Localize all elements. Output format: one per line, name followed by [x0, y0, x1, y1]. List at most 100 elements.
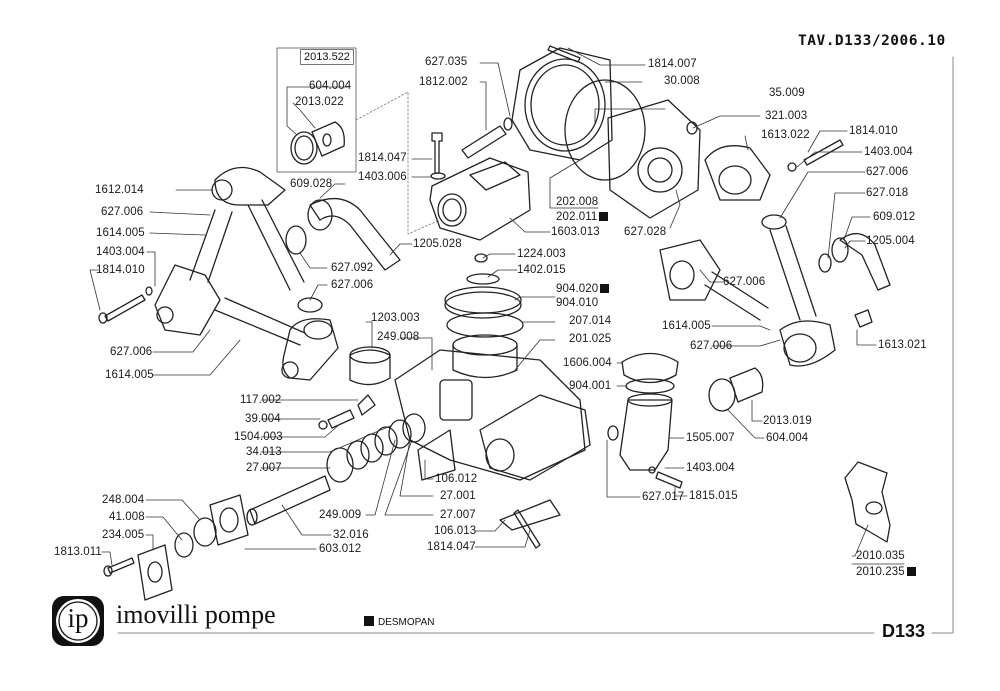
part-number: 1606.004: [563, 357, 612, 369]
kit-box-label: 2013.522: [300, 49, 354, 65]
part-number: 1814.010: [96, 264, 145, 276]
part-label-1606-004: 1606.004: [563, 357, 612, 370]
part-label-627-006: 627.006: [110, 346, 152, 359]
part-number: 603.012: [319, 543, 362, 555]
part-number: 609.012: [873, 211, 916, 223]
ring-27007a: [326, 447, 354, 483]
part-label-1403-004: 1403.004: [96, 246, 145, 259]
part-label-41-008: 41.008: [109, 511, 145, 524]
part-number: 627.006: [110, 346, 153, 358]
part-number: 32.016: [333, 529, 369, 541]
oring-627017: [607, 425, 619, 441]
part-number: 2010.235: [856, 566, 905, 578]
part-number: 627.017: [642, 491, 685, 503]
diaphragm-202008: [564, 79, 646, 181]
part-label-2013-022: 2013.022: [295, 96, 344, 109]
part-label-2010-235: 2010.235: [856, 566, 916, 579]
part-number: 2010.035: [856, 550, 905, 562]
part-label-1814-047: 1814.047: [427, 541, 476, 554]
part-number: 27.001: [440, 490, 476, 502]
part-label-27-007: 27.007: [246, 462, 282, 475]
part-label-2010-035: 2010.035: [856, 550, 905, 563]
part-label-234-005: 234.005: [102, 529, 144, 542]
part-number: 1224.003: [517, 248, 566, 260]
part-label-1403-004: 1403.004: [864, 146, 913, 159]
part-number: 627.006: [723, 276, 766, 288]
head-block: [429, 157, 531, 241]
pin-1504003: [327, 409, 355, 429]
part-label-627-006: 627.006: [723, 276, 765, 289]
part-number: 321.003: [765, 110, 808, 122]
sheet-frame: [931, 56, 954, 634]
part-label-604-004: 604.004: [766, 432, 808, 445]
bearing-248004: [193, 517, 217, 547]
part-label-321-003: 321.003: [765, 110, 807, 123]
part-number: 1813.011: [54, 546, 102, 558]
part-number: 627.028: [624, 226, 667, 238]
bolt-1814047: [431, 132, 443, 174]
part-label-34-013: 34.013: [246, 446, 282, 459]
part-number: 1815.015: [689, 490, 738, 502]
part-number: 627.018: [866, 187, 909, 199]
elbow-1612014: [214, 166, 286, 206]
part-number: 1812.002: [419, 76, 468, 88]
part-number: 1205.028: [413, 238, 462, 250]
part-label-1815-015: 1815.015: [689, 490, 738, 503]
part-number: 1403.004: [864, 146, 913, 158]
valve-2013019: [729, 367, 764, 403]
part-number: 1814.007: [648, 58, 697, 70]
part-label-1614-005: 1614.005: [96, 227, 145, 240]
diaphragm-kit-bag: [844, 461, 891, 543]
plug-1812002: [461, 125, 507, 159]
part-label-1814-010: 1814.010: [849, 125, 898, 138]
shaft-32016: [249, 475, 331, 525]
pipe-1614005-lower: [214, 297, 306, 346]
part-label-106-013: 106.013: [434, 525, 476, 538]
part-number: 35.009: [769, 87, 805, 99]
part-label-609-028: 609.028: [290, 178, 332, 191]
part-number: 904.020: [556, 283, 599, 295]
cylinder-201025: [452, 344, 518, 379]
nut-1224003: [474, 253, 488, 263]
part-number: 27.007: [246, 462, 282, 474]
plug-1613021: [854, 309, 873, 328]
part-number: 1403.004: [96, 246, 145, 258]
part-number: 904.001: [569, 380, 612, 392]
part-label-1614-005: 1614.005: [105, 369, 154, 382]
part-label-207-014: 207.014: [569, 315, 611, 328]
part-label-1814-007: 1814.007: [648, 58, 697, 71]
part-number: 201.025: [569, 333, 612, 345]
part-label-249-009: 249.009: [319, 509, 361, 522]
part-label-627-006: 627.006: [866, 166, 908, 179]
part-label-627-018: 627.018: [866, 187, 908, 200]
part-label-1205-004: 1205.004: [866, 235, 915, 248]
kit-valve: [311, 121, 345, 157]
elbow-lower: [282, 318, 339, 381]
part-label-30-008: 30.008: [664, 75, 700, 88]
part-number: 1814.047: [427, 541, 476, 553]
desmopan-marker-icon: [364, 616, 374, 626]
piston-904010: [444, 286, 522, 314]
bolt-1814010-right: [803, 139, 844, 166]
washer-1403004b: [648, 466, 656, 474]
part-label-202-011: 202.011: [556, 211, 609, 224]
part-number: 904.010: [556, 297, 599, 309]
part-label-1224-003: 1224.003: [517, 248, 566, 261]
part-number: 1614.005: [662, 320, 711, 332]
part-label-32-016: 32.016: [333, 529, 369, 542]
ring-207014: [446, 312, 524, 338]
part-number: 1814.047: [358, 152, 407, 164]
bolt-1814007: [547, 45, 581, 63]
manifold-right: [659, 239, 721, 301]
part-label-1612-014: 1612.014: [95, 184, 144, 197]
part-label-1402-015: 1402.015: [517, 264, 566, 277]
seal-41008: [174, 532, 194, 558]
part-label-904-010: 904.010: [556, 297, 598, 310]
part-number: 41.008: [109, 511, 145, 523]
part-number: 106.013: [434, 525, 477, 537]
pipe-left-vertical: [247, 199, 305, 291]
hose-1205028: [309, 198, 401, 271]
oring-627006-right: [761, 214, 787, 230]
oring-627006-left: [297, 297, 323, 313]
